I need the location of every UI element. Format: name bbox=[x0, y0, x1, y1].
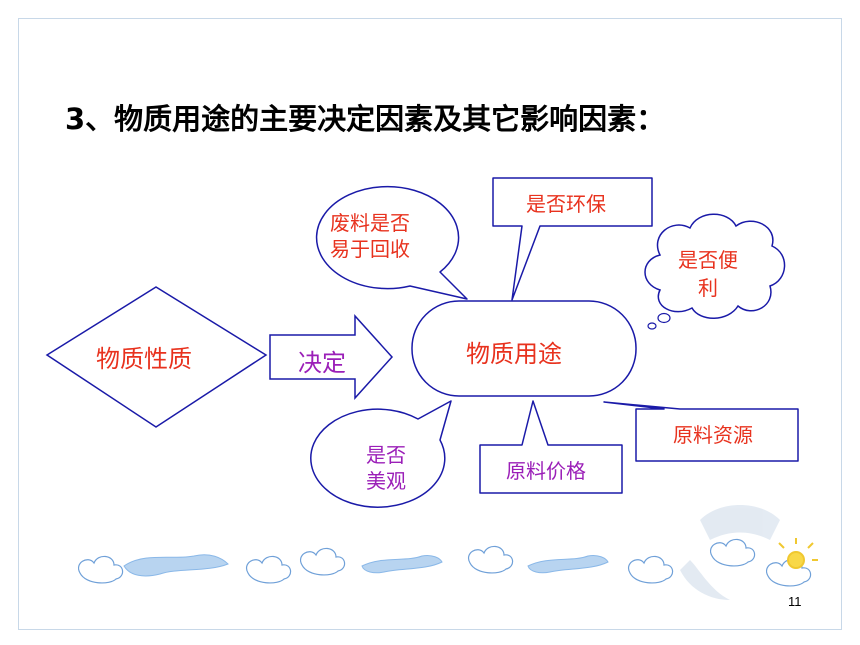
appearance-callout bbox=[310, 400, 452, 508]
watermark-graphic bbox=[680, 505, 780, 600]
cloud-icon bbox=[78, 555, 124, 584]
sun-icon bbox=[778, 538, 818, 569]
property-diamond bbox=[45, 286, 268, 428]
usage-box bbox=[411, 300, 637, 397]
cloud-bubble-large bbox=[657, 312, 671, 324]
decorative-wisp-strip bbox=[123, 554, 609, 577]
raw-material-callout bbox=[603, 401, 799, 462]
cloud-bubble-small bbox=[647, 322, 657, 330]
slide-title: 3、物质用途的主要决定因素及其它影响因素： bbox=[65, 102, 666, 136]
page-number: 11 bbox=[788, 594, 802, 609]
appearance-line-1: 是否 bbox=[366, 443, 406, 467]
convenient-cloud-callout bbox=[644, 213, 786, 319]
cloud-icon bbox=[628, 555, 674, 584]
waste-recycle-line-2: 易于回收 bbox=[330, 237, 410, 261]
cloud-icon bbox=[246, 555, 292, 584]
wisp-cloud-icon bbox=[527, 555, 609, 574]
usage-label: 物质用途 bbox=[466, 340, 562, 368]
raw-material-label: 原料资源 bbox=[673, 423, 753, 447]
property-label: 物质性质 bbox=[96, 345, 192, 373]
cloud-icon bbox=[300, 547, 346, 576]
convenient-line-1: 是否便 bbox=[678, 248, 738, 272]
price-callout bbox=[479, 400, 623, 494]
appearance-line-2: 美观 bbox=[366, 469, 406, 493]
waste-recycle-line-1: 废料是否 bbox=[330, 211, 410, 235]
eco-friendly-callout bbox=[492, 177, 653, 301]
waste-recycle-callout bbox=[315, 185, 468, 300]
eco-friendly-label: 是否环保 bbox=[526, 192, 606, 216]
wisp-cloud-icon bbox=[123, 554, 229, 577]
appearance-label: 是否 美观 bbox=[366, 442, 406, 494]
price-label: 原料价格 bbox=[506, 459, 586, 483]
waste-recycle-label: 废料是否 易于回收 bbox=[330, 210, 410, 262]
convenient-line-2: 利 bbox=[698, 276, 718, 300]
convenient-label: 是否便 利 bbox=[678, 246, 738, 302]
decides-arrow bbox=[269, 314, 394, 400]
cloud-icon bbox=[710, 538, 756, 567]
decides-label: 决定 bbox=[298, 349, 346, 377]
decorative-cloud-strip bbox=[78, 538, 812, 587]
wisp-cloud-icon bbox=[361, 555, 443, 574]
cloud-icon bbox=[468, 545, 514, 574]
